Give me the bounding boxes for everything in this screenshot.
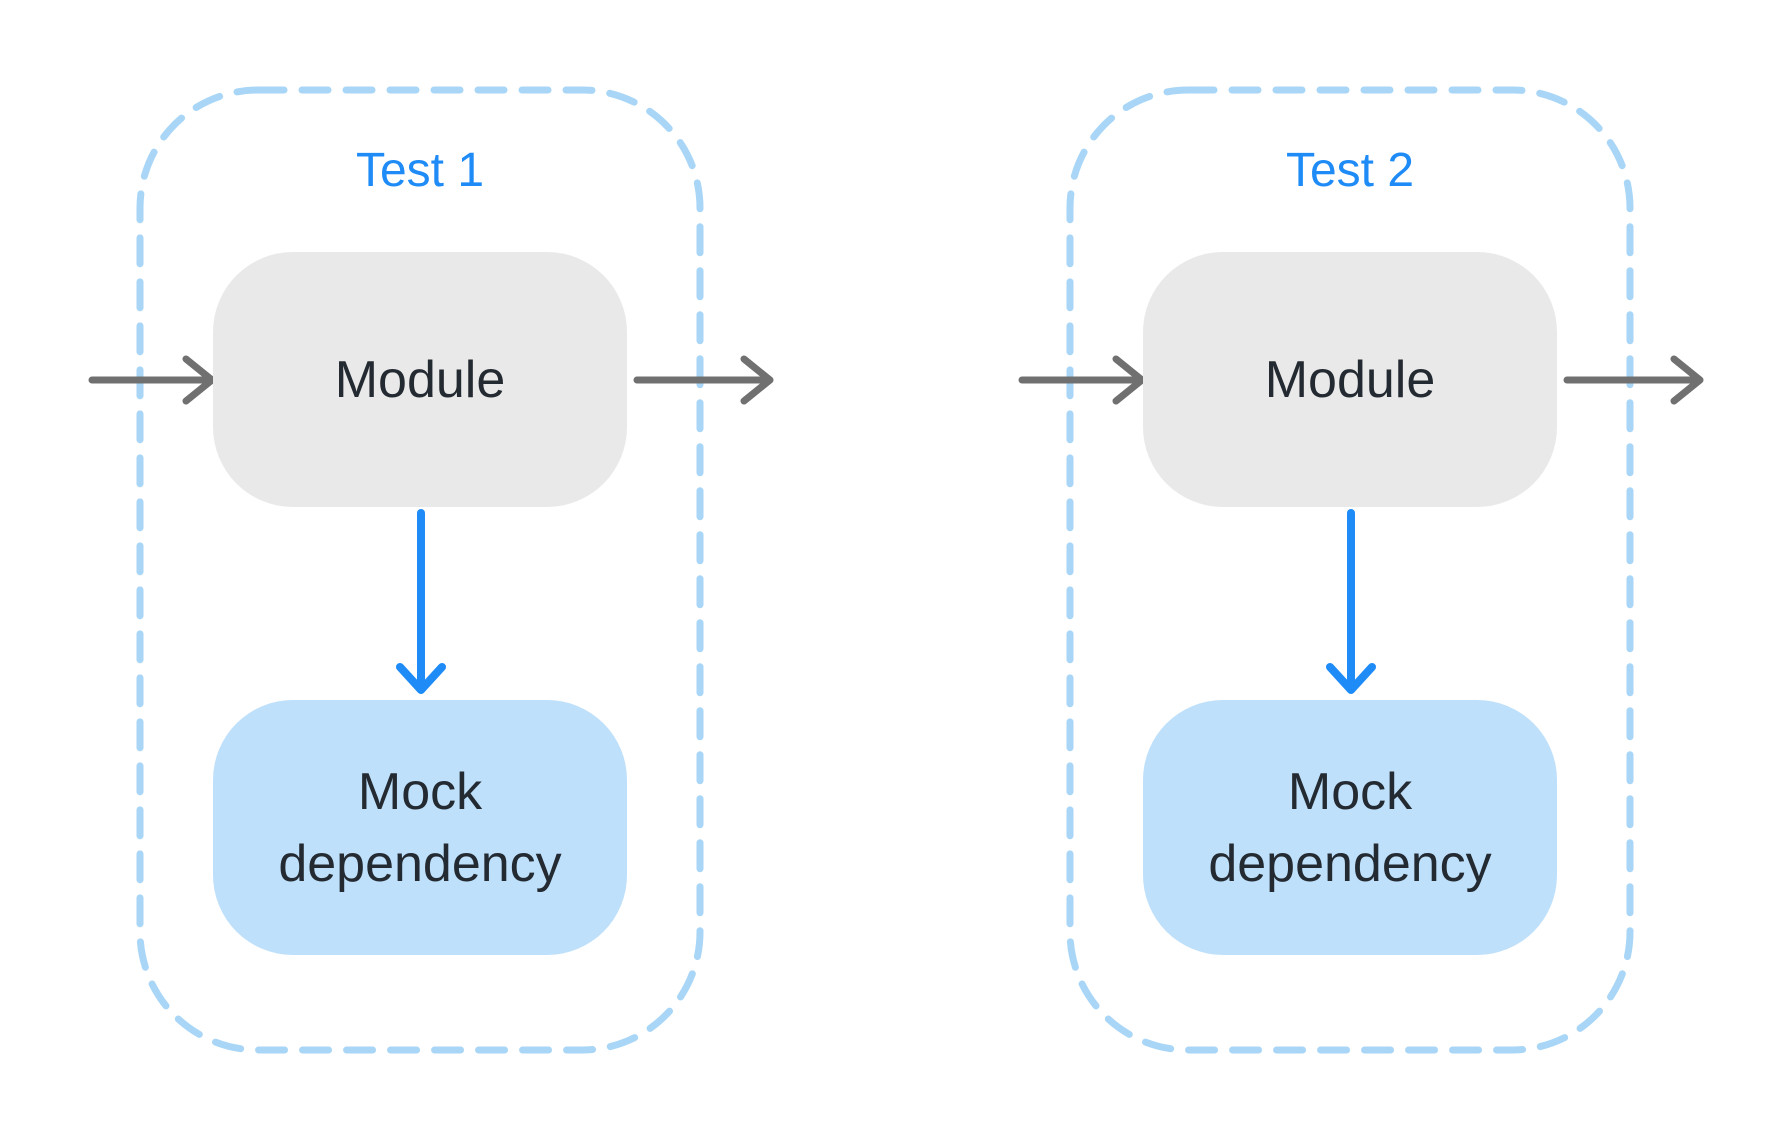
arrow-right-icon — [88, 355, 216, 405]
mock-dependency-node-label: Mock dependency — [1208, 762, 1492, 893]
module-node-label: Module — [1264, 350, 1436, 409]
test-1-boundary — [136, 86, 704, 1054]
module-node: Module — [213, 252, 627, 507]
arrow-right-icon — [1563, 355, 1704, 405]
arrow-down-icon — [1326, 509, 1376, 694]
test-2-boundary — [1066, 86, 1634, 1054]
mock-dependency-node: Mock dependency — [213, 700, 627, 955]
arrow-right-icon — [1018, 355, 1146, 405]
test-2-title: Test 2 — [1285, 144, 1415, 197]
arrow-right-icon — [633, 355, 774, 405]
arrow-down-icon — [396, 509, 446, 694]
mock-dependency-node: Mock dependency — [1143, 700, 1557, 955]
module-node: Module — [1143, 252, 1557, 507]
mock-dependency-node-label: Mock dependency — [278, 762, 562, 893]
test-1-title: Test 1 — [355, 144, 485, 197]
module-node-label: Module — [334, 350, 506, 409]
